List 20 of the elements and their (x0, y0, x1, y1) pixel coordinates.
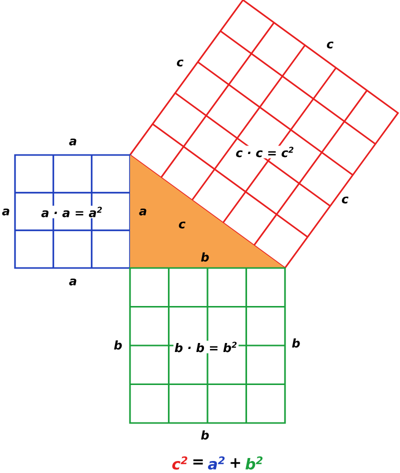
side-label: c (178, 222, 186, 228)
side-label: a (69, 278, 76, 286)
formula-term: a$^{2}$ (208, 456, 225, 470)
formula-term: = (193, 459, 203, 464)
side-label: a (2, 208, 10, 216)
side-label: b (292, 338, 300, 348)
side-label: a (69, 138, 76, 146)
side-label: b (201, 430, 209, 440)
formula-label: a · a = a$^{2}$ (40, 206, 104, 218)
side-label: c (176, 60, 184, 66)
side-label: c (326, 42, 334, 48)
formula-term: b$^{2}$ (246, 456, 262, 470)
side-label: c (342, 196, 348, 204)
formula-term: c$^{2}$ (172, 456, 188, 470)
side-label: b (201, 252, 209, 262)
formula-term: + (230, 458, 240, 468)
formula-label: b · b = b$^{2}$ (173, 340, 239, 354)
formula-label: c · c = c$^{2}$ (234, 146, 296, 158)
side-label: a (139, 208, 146, 216)
side-label: b (114, 340, 122, 350)
